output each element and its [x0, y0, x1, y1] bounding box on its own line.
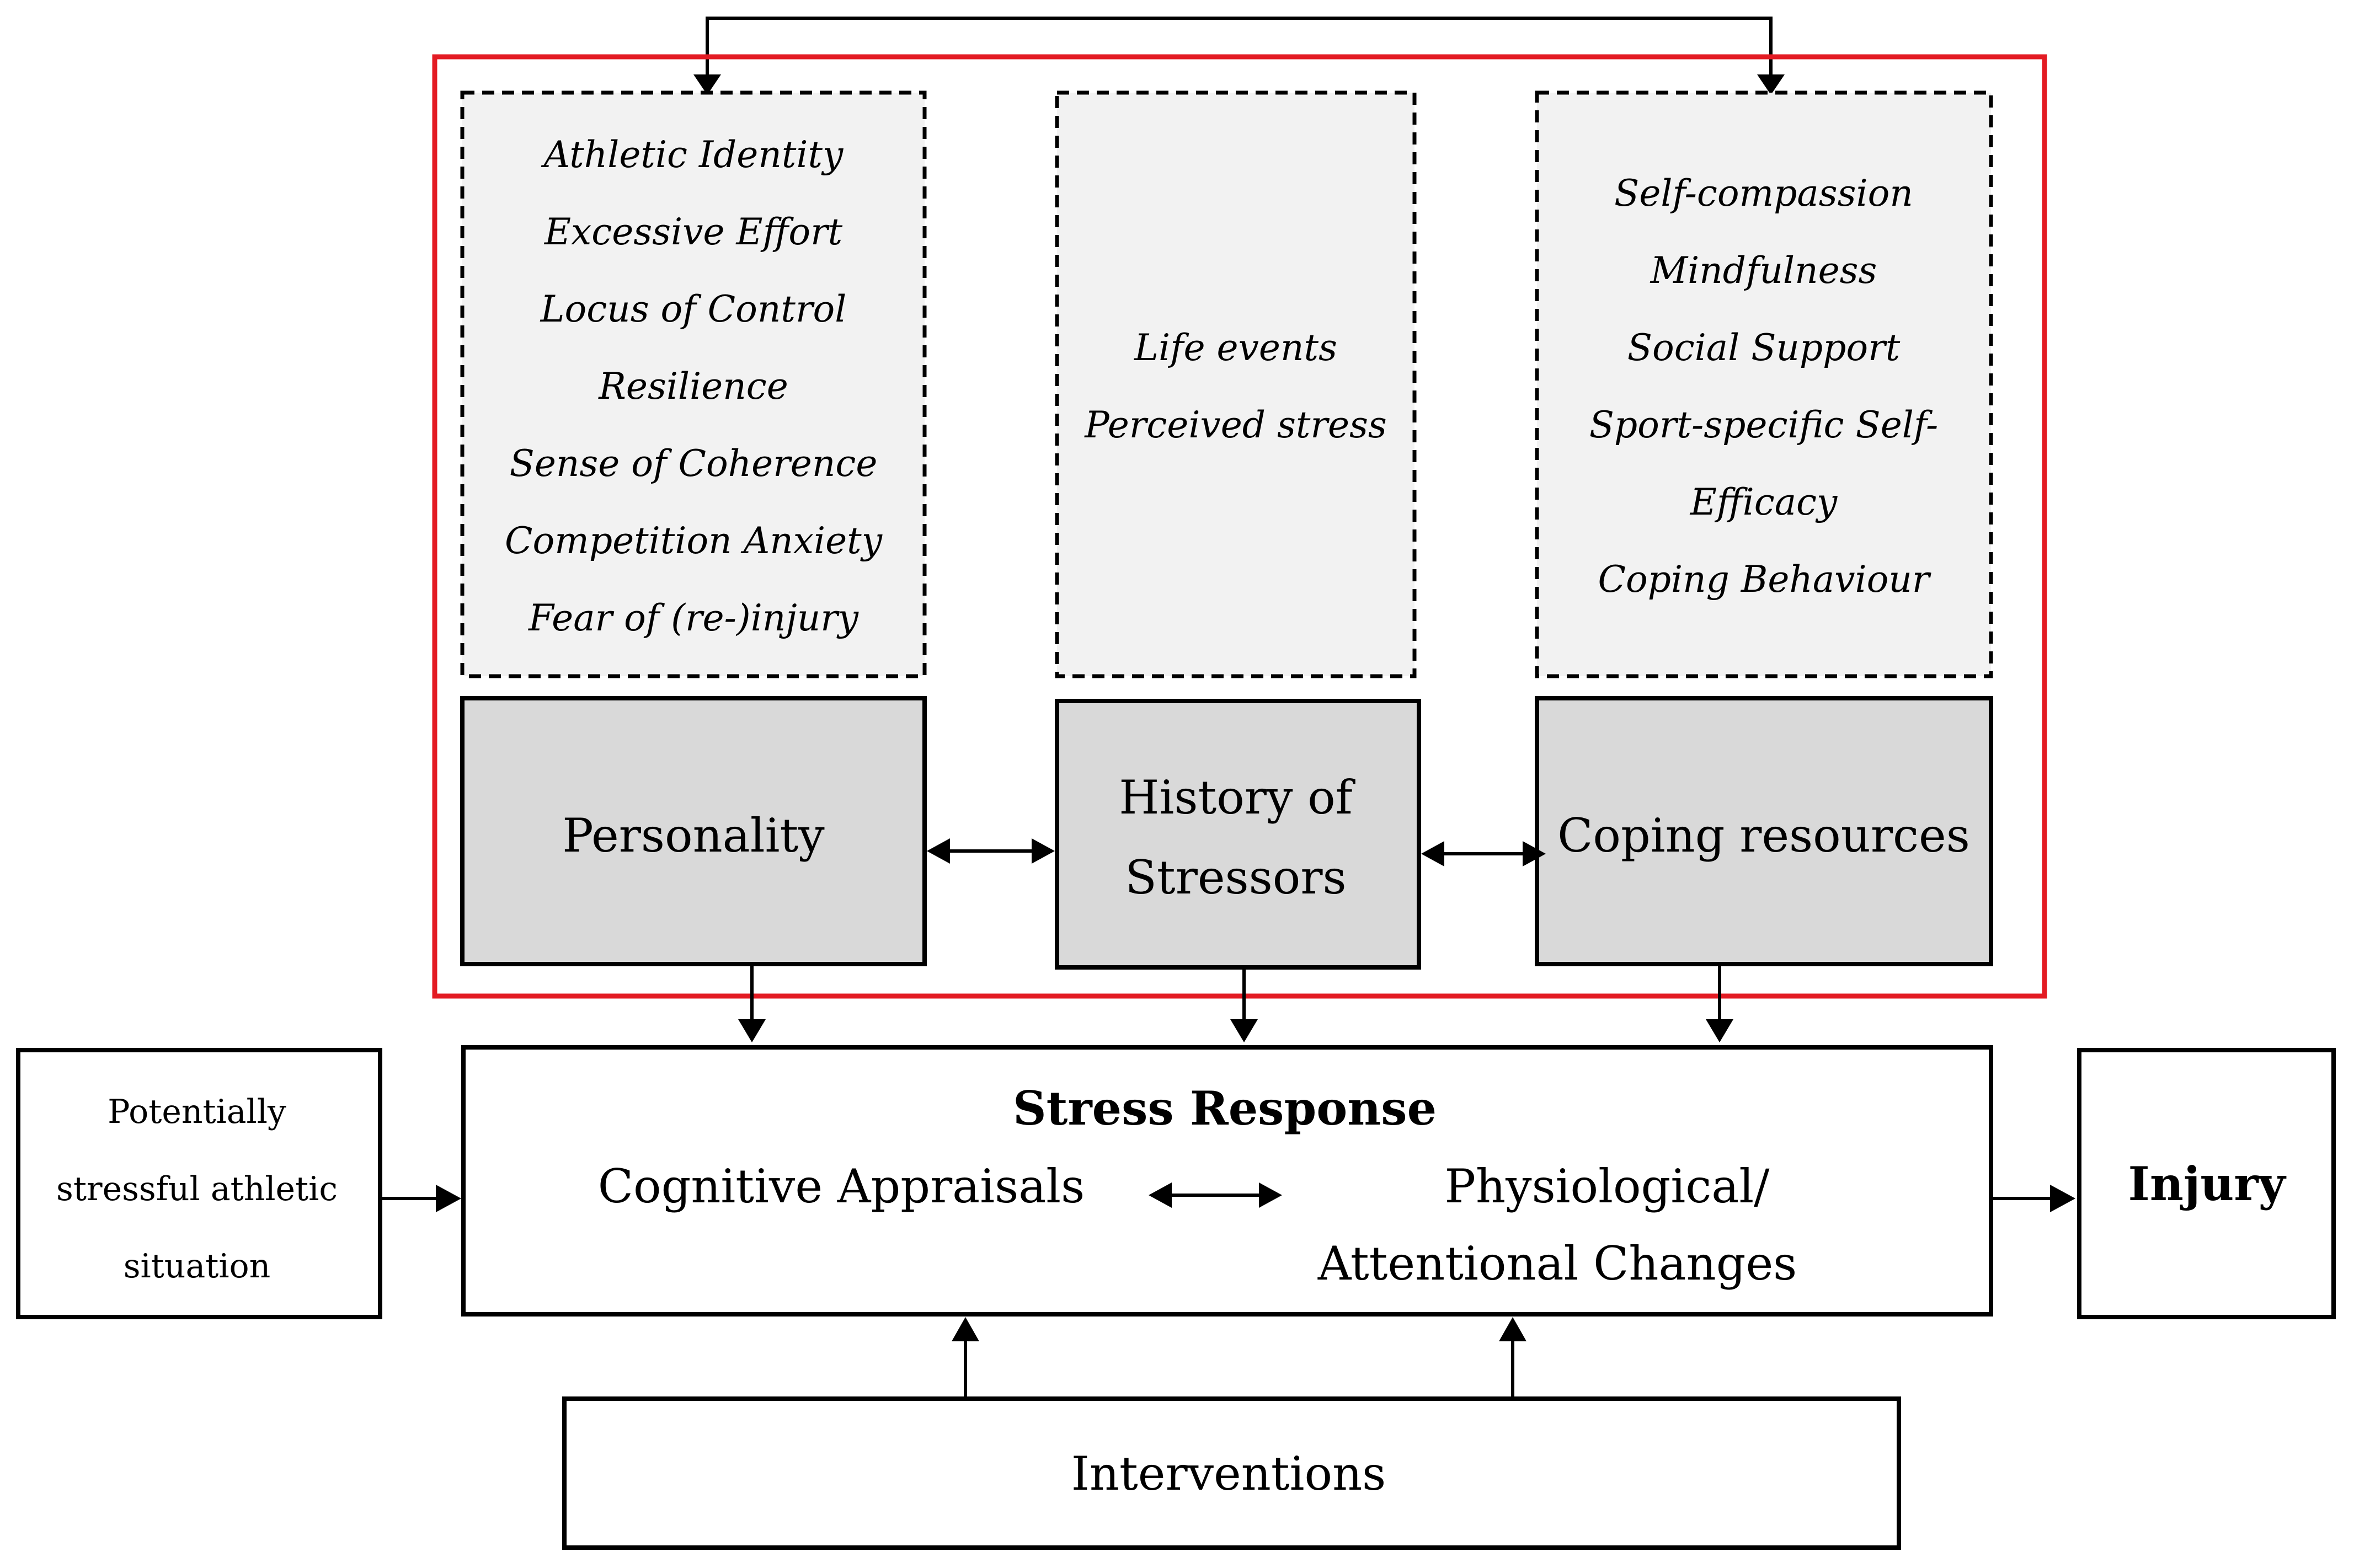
- top-connector-arrowhead-right: [1757, 74, 1785, 95]
- trait-item: Competition Anxiety: [505, 520, 883, 562]
- trait-item: Excessive Effort: [544, 211, 843, 253]
- stressor-item: Life events: [1134, 327, 1337, 369]
- coping-resources-label: Coping resources: [1557, 809, 1970, 863]
- coping-item: Self-compassion: [1614, 172, 1913, 215]
- top-connector-arrowhead-left: [693, 74, 721, 95]
- situation-label-line1: Potentially: [108, 1093, 286, 1131]
- coping-resources-box: [1535, 696, 1993, 966]
- coping-items-list: Self-compassion Mindfulness Social Suppo…: [1589, 172, 1939, 601]
- arrowhead: [1523, 841, 1546, 866]
- trait-item: Locus of Control: [540, 288, 847, 330]
- situation-label-line3: situation: [124, 1247, 271, 1286]
- arrowhead: [1149, 1182, 1172, 1208]
- arrowhead: [1230, 1019, 1258, 1042]
- top-connector-arrow: [706, 17, 1773, 90]
- trait-item: Resilience: [598, 365, 788, 408]
- coping-item: Coping Behaviour: [1598, 558, 1931, 601]
- history-label-line1: History of: [1119, 770, 1355, 825]
- arrowhead: [927, 838, 950, 864]
- highlight-frame: [432, 54, 2047, 999]
- history-label-line2: Stressors: [1125, 850, 1346, 905]
- coping-item: Sport-specific Self-: [1589, 404, 1939, 446]
- coping-item: Social Support: [1627, 327, 1901, 369]
- stress-response-title: Stress Response: [1013, 1081, 1437, 1136]
- physiological-label-line1: Physiological/: [1445, 1159, 1770, 1213]
- situation-label-line2: stressful athletic: [56, 1170, 338, 1208]
- arrowhead: [1421, 841, 1444, 866]
- coping-item: Efficacy: [1690, 481, 1838, 523]
- cognitive-appraisals-label: Cognitive Appraisals: [598, 1159, 1085, 1213]
- trait-item: Fear of (re-)injury: [528, 597, 859, 639]
- stressor-items-list: Life events Perceived stress: [1084, 327, 1387, 446]
- situation-box: [16, 1048, 382, 1319]
- interventions-box: [562, 1396, 1901, 1550]
- trait-item: Athletic Identity: [541, 133, 844, 176]
- personality-traits-list: Athletic Identity Excessive Effort Locus…: [505, 133, 883, 639]
- injury-label: Injury: [2128, 1157, 2287, 1211]
- arrowhead: [1259, 1182, 1282, 1208]
- injury-box: [2077, 1048, 2336, 1319]
- physiological-label-line2: Attentional Changes: [1317, 1237, 1797, 1291]
- interventions-label: Interventions: [1071, 1447, 1386, 1501]
- stressor-item: Perceived stress: [1084, 404, 1387, 446]
- arrowhead: [2050, 1185, 2075, 1212]
- stressor-items-box: [1055, 90, 1417, 678]
- trait-item: Sense of Coherence: [510, 442, 878, 485]
- personality-label: Personality: [562, 809, 825, 863]
- coping-items-box: [1535, 90, 1993, 678]
- stress-response-box: [461, 1045, 1993, 1317]
- personality-traits-box: [460, 90, 927, 678]
- history-of-stressors-box: [1055, 699, 1421, 970]
- coping-item: Mindfulness: [1650, 249, 1877, 292]
- arrowhead: [1499, 1317, 1526, 1341]
- arrowhead: [1032, 838, 1055, 864]
- arrowhead: [738, 1019, 766, 1042]
- arrowhead: [436, 1185, 461, 1212]
- personality-box: [460, 696, 927, 966]
- arrowhead: [952, 1317, 979, 1341]
- arrowhead: [1706, 1019, 1733, 1042]
